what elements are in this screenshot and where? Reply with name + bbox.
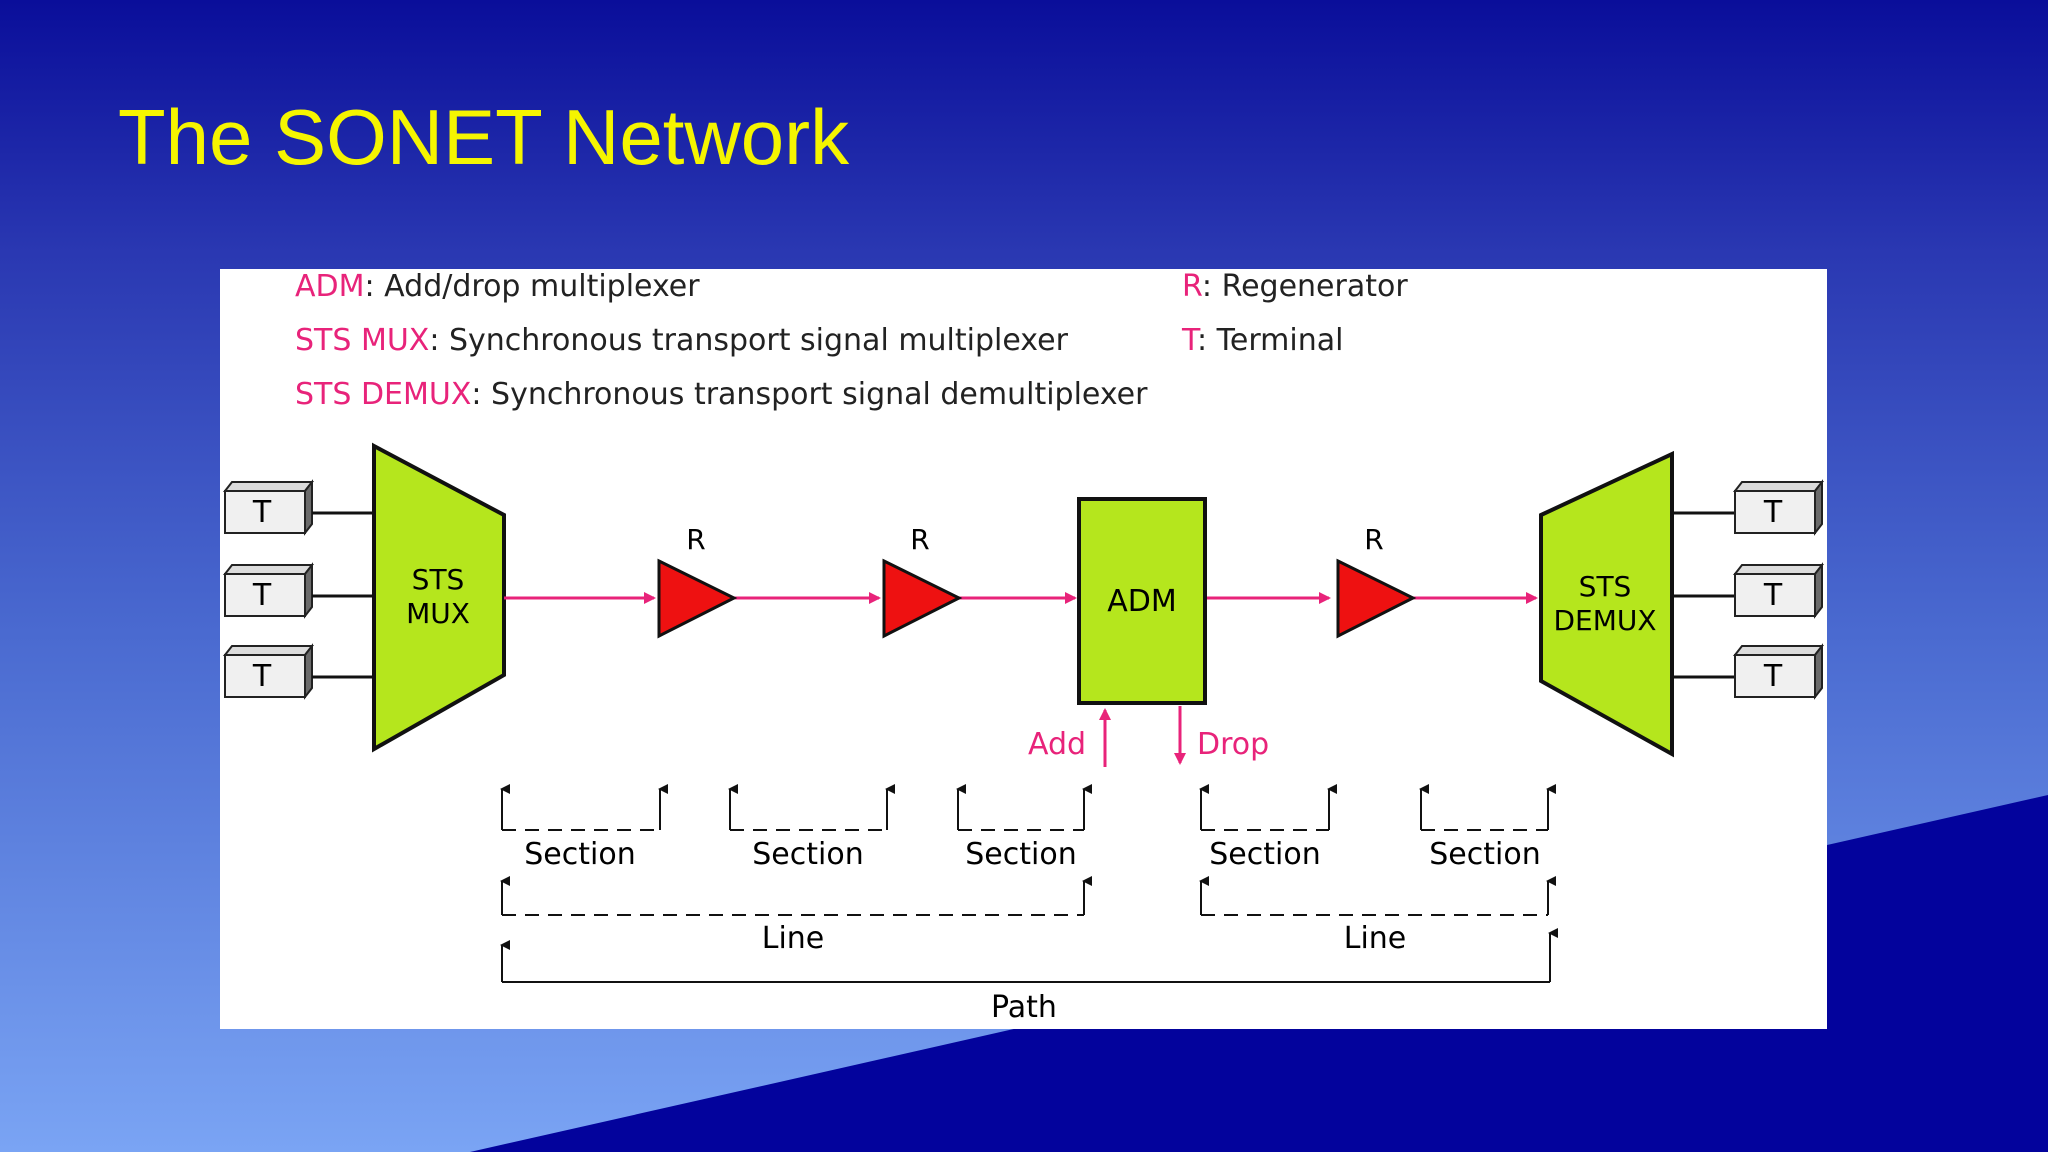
section-label: Section <box>1429 837 1540 872</box>
terminal-left-3: T <box>222 643 315 700</box>
regenerator-label: R <box>910 523 929 556</box>
section-span-5: Section <box>1419 784 1556 872</box>
legend-desc: : Terminal <box>1197 323 1344 358</box>
terminal-label: T <box>1763 578 1783 613</box>
sonet-diagram-panel: ADM: Add/drop multiplexer STS MUX: Synch… <box>220 269 1827 1029</box>
mux-label-line1: STS <box>412 563 465 596</box>
section-label: Section <box>752 837 863 872</box>
legend-item-adm: ADM: Add/drop multiplexer <box>295 272 700 302</box>
line-label: Line <box>1344 921 1407 956</box>
legend-desc: : Add/drop multiplexer <box>364 269 700 304</box>
regenerator-1: R <box>657 523 738 639</box>
terminal-right-1: T <box>1732 479 1825 536</box>
legend-key: STS MUX <box>295 323 430 358</box>
terminal-label: T <box>252 578 272 613</box>
terminal-label: T <box>1763 495 1783 530</box>
sts-demux: STS DEMUX <box>1539 450 1674 758</box>
sts-mux: STS MUX <box>372 442 506 753</box>
legend-item-sts-demux: STS DEMUX: Synchronous transport signal … <box>295 380 1147 410</box>
terminal-right-3: T <box>1732 643 1825 700</box>
adm: ADM <box>1077 497 1207 705</box>
demux-label-line2: DEMUX <box>1553 604 1656 637</box>
terminal-left-1: T <box>222 479 315 536</box>
section-label: Section <box>965 837 1076 872</box>
terminal-left-2: T <box>222 562 315 619</box>
line-span-2: Line <box>1199 876 1556 956</box>
legend-key: STS DEMUX <box>295 377 472 412</box>
terminal-label: T <box>252 659 272 694</box>
adm-label: ADM <box>1107 584 1177 619</box>
legend-item-sts-mux: STS MUX: Synchronous transport signal mu… <box>295 326 1068 356</box>
section-span-1: Section <box>500 784 668 872</box>
path-span: Path <box>500 928 1558 1025</box>
slide-title: The SONET Network <box>118 93 850 181</box>
legend-key: ADM <box>295 269 365 304</box>
regenerator-2: R <box>882 523 963 639</box>
regenerator-label: R <box>686 523 705 556</box>
drop-label: Drop <box>1197 727 1269 762</box>
legend-item-regenerator: R: Regenerator <box>1182 272 1408 302</box>
section-span-4: Section <box>1199 784 1337 872</box>
sonet-network-diagram: T T T STS MUX R <box>222 442 1825 1025</box>
legend-desc: : Regenerator <box>1201 269 1408 304</box>
terminal-label: T <box>252 495 272 530</box>
regenerator-label: R <box>1364 523 1383 556</box>
legend-key: R <box>1182 269 1202 304</box>
demux-label-line1: STS <box>1579 570 1632 603</box>
line-label: Line <box>762 921 825 956</box>
legend-desc: : Synchronous transport signal demultipl… <box>471 377 1148 412</box>
section-span-2: Section <box>728 784 895 872</box>
terminal-label: T <box>1763 659 1783 694</box>
add-label: Add <box>1028 727 1086 762</box>
legend-desc: : Synchronous transport signal multiplex… <box>429 323 1068 358</box>
legend-key: T <box>1182 323 1198 358</box>
section-label: Section <box>524 837 635 872</box>
mux-label-line2: MUX <box>406 597 470 630</box>
line-span-1: Line <box>500 876 1092 956</box>
terminal-right-2: T <box>1732 562 1825 619</box>
regenerator-3: R <box>1336 523 1417 639</box>
path-label: Path <box>991 990 1057 1025</box>
section-label: Section <box>1209 837 1320 872</box>
legend-item-terminal: T: Terminal <box>1182 326 1343 356</box>
section-span-3: Section <box>956 784 1092 872</box>
